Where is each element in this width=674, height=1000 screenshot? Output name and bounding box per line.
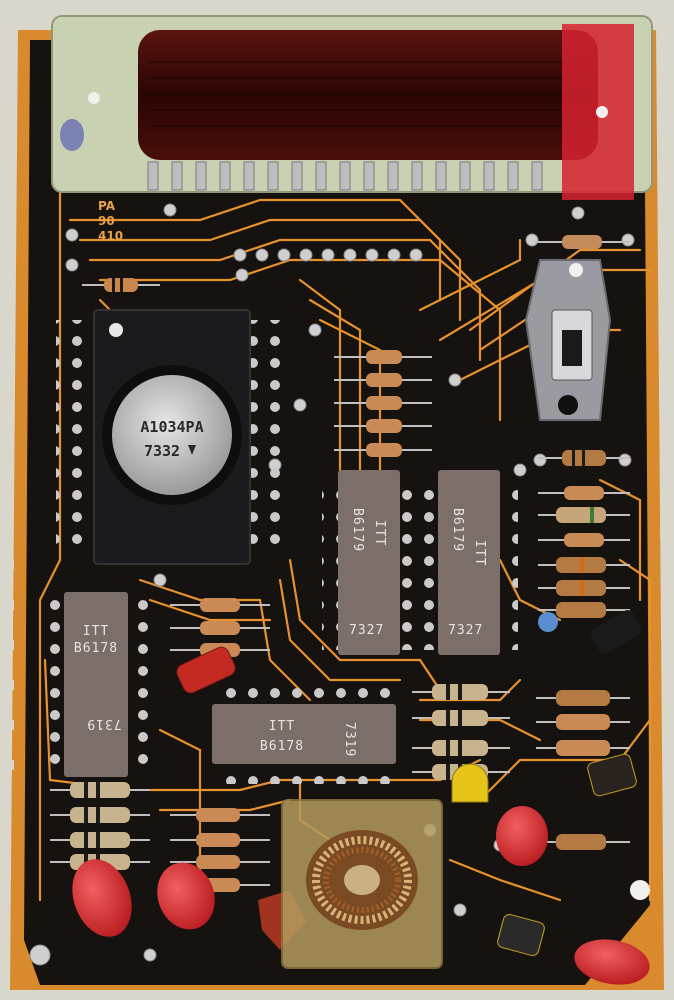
silkscreen-line-2: 90	[98, 214, 115, 228]
ic-top-right-part: B6179	[450, 508, 465, 552]
ic-left-part: B6178	[74, 641, 118, 656]
edge-teeth	[0, 180, 674, 770]
toroid-transformer	[281, 799, 443, 969]
solder-pads	[29, 203, 635, 966]
electrolytic-capacitor-bottom	[497, 913, 545, 957]
transistor-right	[590, 610, 642, 654]
silkscreen-line-3: 410	[98, 229, 123, 243]
ic-bottom-brand: ITT	[269, 719, 295, 734]
manufacturer-logo-icon	[188, 445, 196, 455]
ic-top-middle-brand: ITT	[372, 520, 387, 546]
main-ic-part-number: A1034PA	[140, 418, 203, 436]
silkscreen-line-1: PA	[98, 199, 116, 213]
mounting-hole-right	[596, 106, 608, 118]
main-ic-date-code: 7332	[144, 442, 180, 460]
ic-top-right-brand: ITT	[472, 540, 487, 566]
ic-left-brand: ITT	[83, 624, 109, 639]
ic-top-right-body	[438, 470, 500, 655]
ic-bottom-part: B6178	[260, 739, 304, 754]
ic-bottom-date: 7319	[342, 722, 357, 757]
ic-top-middle-date: 7327	[349, 623, 384, 638]
ic-left-date: 7319	[86, 716, 121, 731]
ic-bottom: ITT B6178 7319	[212, 686, 396, 784]
mounting-hole	[88, 92, 100, 104]
ic-top-middle: ITT B6179 7327	[322, 470, 420, 655]
ic-top-middle-part: B6179	[350, 508, 365, 552]
ic-top-right-date: 7327	[448, 623, 483, 638]
tantalum-capacitor	[451, 763, 489, 803]
ic-top-middle-body	[338, 470, 400, 655]
vfd-glass-tube	[138, 30, 598, 160]
mounting-hole-right-bottom	[630, 880, 650, 900]
switch-slider	[562, 330, 582, 366]
main-ic: A1034PA 7332	[56, 309, 290, 565]
pin1-marker	[109, 323, 123, 337]
ink-mark	[60, 119, 84, 151]
rectifier-diode	[176, 646, 236, 694]
vfd-display-module	[51, 15, 653, 200]
small-components	[176, 610, 642, 957]
ic-left: ITT B6178 7319	[44, 592, 148, 777]
silkscreen-label: PA 90 410	[98, 199, 123, 243]
ic-top-right: ITT B6179 7327	[420, 470, 518, 655]
main-ic-lid	[112, 375, 232, 495]
blue-capacitor	[538, 612, 558, 632]
ic-bottom-body	[212, 704, 396, 764]
resistors	[50, 235, 630, 892]
slide-switch	[524, 259, 612, 421]
ic-left-body	[64, 592, 128, 777]
electrolytic-capacitor	[587, 753, 637, 797]
